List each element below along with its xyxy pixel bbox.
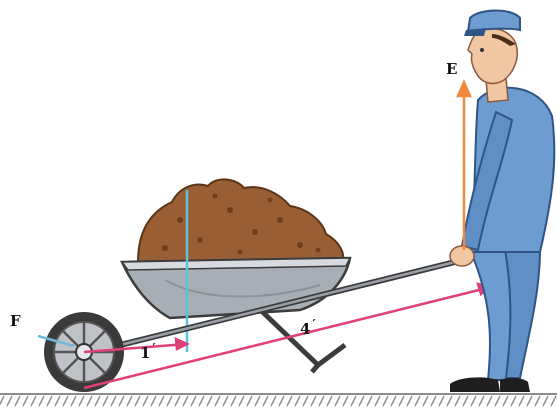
short-arm-number: 1 [140, 344, 150, 362]
force-label: F [10, 314, 21, 329]
long-arm-prime: ′ [312, 317, 315, 331]
long-arm-number: 4 [300, 320, 310, 338]
short-arm-prime: ′ [152, 341, 155, 355]
person [450, 11, 554, 393]
wheelbarrow-tray [122, 258, 350, 318]
short-arm-label: 1′ [140, 346, 154, 361]
long-arm-label: 4′ [300, 322, 314, 337]
effort-label: E [446, 62, 457, 77]
ground [0, 394, 557, 406]
